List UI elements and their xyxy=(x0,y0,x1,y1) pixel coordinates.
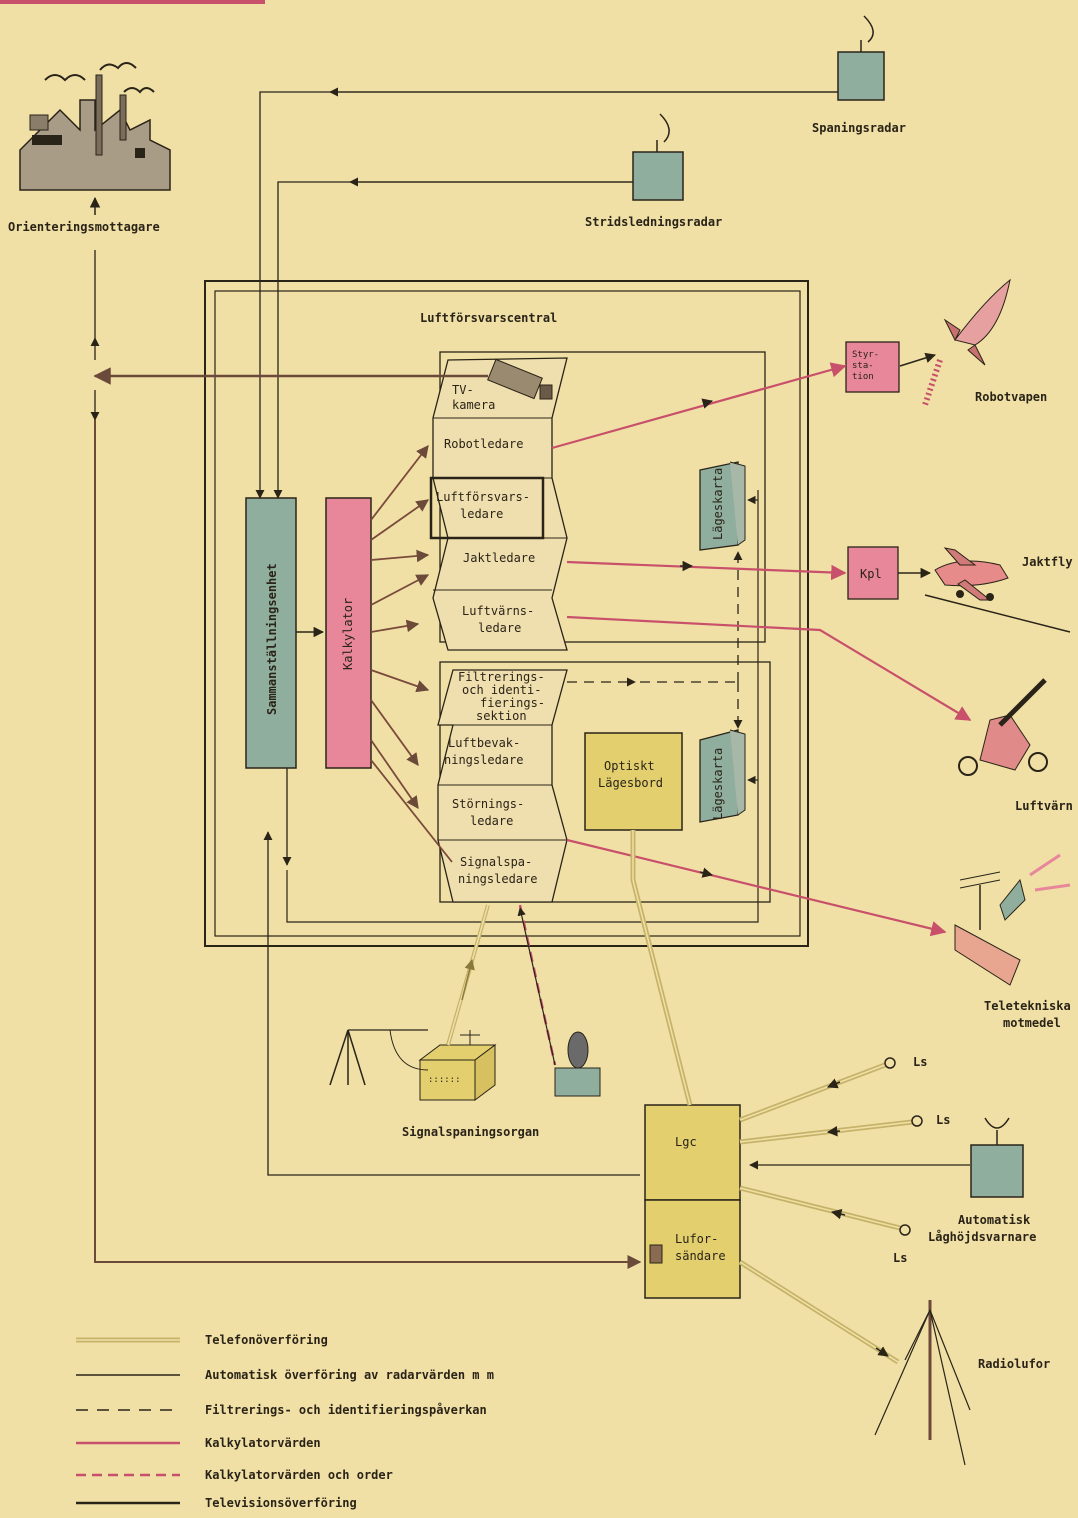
svg-text:::::::: :::::: xyxy=(428,1075,461,1085)
signalspaning-house-icon: :::::: xyxy=(418,1030,497,1101)
legend-item-telephone: Telefonöverföring xyxy=(76,1333,328,1347)
lgc-box xyxy=(644,1104,741,1201)
lufor-line xyxy=(94,420,642,1269)
svg-text:Kalkylatorvärden och order: Kalkylatorvärden och order xyxy=(205,1468,393,1482)
jammer-station-icon xyxy=(954,853,1071,986)
top-edge-strip xyxy=(0,0,265,4)
legend-item-order: Kalkylatorvärden och order xyxy=(76,1468,393,1482)
box-jaktledare: Jaktledare xyxy=(463,551,535,565)
label-kpl: Kpl xyxy=(860,567,882,581)
jakt-red-line xyxy=(566,560,847,581)
box-filtreringssektion: Filtrerings- och identi- fierings- sekti… xyxy=(458,670,552,723)
box-luftforsvarsledare: Luftförsvars- ledare xyxy=(436,490,537,521)
dish-antenna-icon xyxy=(554,1031,601,1097)
kpl-box xyxy=(847,546,899,600)
box-tv-kamera: TV- kamera xyxy=(452,383,495,412)
luftvarn-red-line xyxy=(566,615,972,721)
legend-item-filtering: Filtrerings- och identifieringspåverkan xyxy=(76,1403,487,1417)
kalkylator-outputs xyxy=(370,445,453,863)
svg-text:Telefonöverföring: Telefonöverföring xyxy=(205,1333,328,1347)
tv-camera-icon xyxy=(487,358,553,400)
label-radiolufor: Radiolufor xyxy=(978,1357,1050,1371)
lageskarta-2 xyxy=(699,729,746,823)
label-luftforsvarscentral: Luftförsvarscentral xyxy=(420,311,557,325)
signalspaning-links xyxy=(446,904,557,1066)
svg-text:Automatisk överföring av radar: Automatisk överföring av radarvärden m m xyxy=(205,1368,494,1382)
lgc-return-line xyxy=(263,831,640,1176)
anti-aircraft-gun-icon xyxy=(958,678,1048,776)
ls-node-2 xyxy=(911,1115,923,1127)
laghojdsvarnare-icon xyxy=(970,1117,1024,1198)
motmedel-red-line xyxy=(566,838,947,937)
stridsledningsradar-icon xyxy=(632,113,684,201)
label-robotvapen: Robotvapen xyxy=(975,390,1047,404)
box-signalspaningsledare: Signalspa- ningsledare xyxy=(458,855,539,886)
label-ls-1: Ls xyxy=(913,1055,927,1069)
box-luftvarnsledare: Luftvärns- ledare xyxy=(462,604,541,635)
label-jaktfly: Jaktfly xyxy=(1022,555,1073,569)
label-lageskarta-2: Lägeskarta xyxy=(711,748,725,820)
ls-node-1 xyxy=(884,1057,896,1069)
label-styrstation: Styr- sta- tion xyxy=(852,350,885,382)
ls-telephone-lines xyxy=(738,1062,970,1365)
rocket-icon xyxy=(922,278,1011,406)
optiskt-telephone-line xyxy=(630,830,693,1106)
luftforsvarscentral-frame xyxy=(204,280,809,947)
legend-item-radar: Automatisk överföring av radarvärden m m xyxy=(76,1368,494,1382)
lower-leader-stack xyxy=(437,669,568,903)
filtering-lines xyxy=(567,551,743,729)
svg-text:Televisionsöverföring: Televisionsöverföring xyxy=(205,1496,357,1510)
label-automatisk-laghojdsvarnare: Automatisk Låghöjdsvarnare xyxy=(928,1213,1037,1244)
label-stridsledningsradar: Stridsledningsradar xyxy=(585,215,722,229)
label-lgc: Lgc xyxy=(675,1135,697,1149)
box-robotledare: Robotledare xyxy=(444,437,523,451)
box-storningsledare: Störnings- ledare xyxy=(452,797,531,828)
antenna-mast-icon xyxy=(329,1029,429,1086)
label-signalspaningsorgan: Signalspaningsorgan xyxy=(402,1125,539,1139)
svg-text:Kalkylatorvärden: Kalkylatorvärden xyxy=(205,1436,321,1450)
upper-leader-stack xyxy=(429,357,568,651)
styrstation-box xyxy=(845,341,900,393)
legend-item-tv: Televisionsöverföring xyxy=(76,1496,357,1510)
factory-icon xyxy=(19,62,171,191)
label-lufor-sandare: Lufor- sändare xyxy=(675,1232,726,1263)
kalkylator-box xyxy=(325,497,372,769)
spaningsradar-icon xyxy=(837,15,885,101)
label-teletekniska-motmedel: Teletekniska motmedel xyxy=(984,999,1078,1030)
label-ls-3: Ls xyxy=(893,1251,907,1265)
label-ls-2: Ls xyxy=(936,1113,950,1127)
ls-node-3 xyxy=(899,1224,911,1236)
box-luftbevakningsledare: Luftbevak- ningsledare xyxy=(444,736,527,767)
label-optiskt-lagesbord: Optiskt Lägesbord xyxy=(598,759,663,790)
label-spaningsradar: Spaningsradar xyxy=(812,121,906,135)
lageskarta-1 xyxy=(699,461,746,551)
legend: Telefonöverföring Automatisk överföring … xyxy=(76,1333,494,1510)
fighter-jet-icon xyxy=(924,547,1071,633)
label-luftvarn: Luftvärn xyxy=(1015,799,1073,813)
legend-item-kalkylator: Kalkylatorvärden xyxy=(76,1436,321,1450)
label-kalkylator: Kalkylator xyxy=(341,598,355,670)
label-sammanstallningsenhet: Sammanställningsenhet xyxy=(265,563,279,715)
label-orienteringsmottagare: Orienteringsmottagare xyxy=(8,220,160,234)
robot-red-line xyxy=(551,362,847,450)
sammanstallningsenhet-box xyxy=(245,497,297,769)
optiskt-lagesbord-box xyxy=(584,732,683,831)
svg-text:Filtrerings- och identifiering: Filtrerings- och identifieringspåverkan xyxy=(205,1403,487,1417)
label-lageskarta-1: Lägeskarta xyxy=(711,468,725,540)
radiolufor-mast-icon xyxy=(874,1300,971,1466)
